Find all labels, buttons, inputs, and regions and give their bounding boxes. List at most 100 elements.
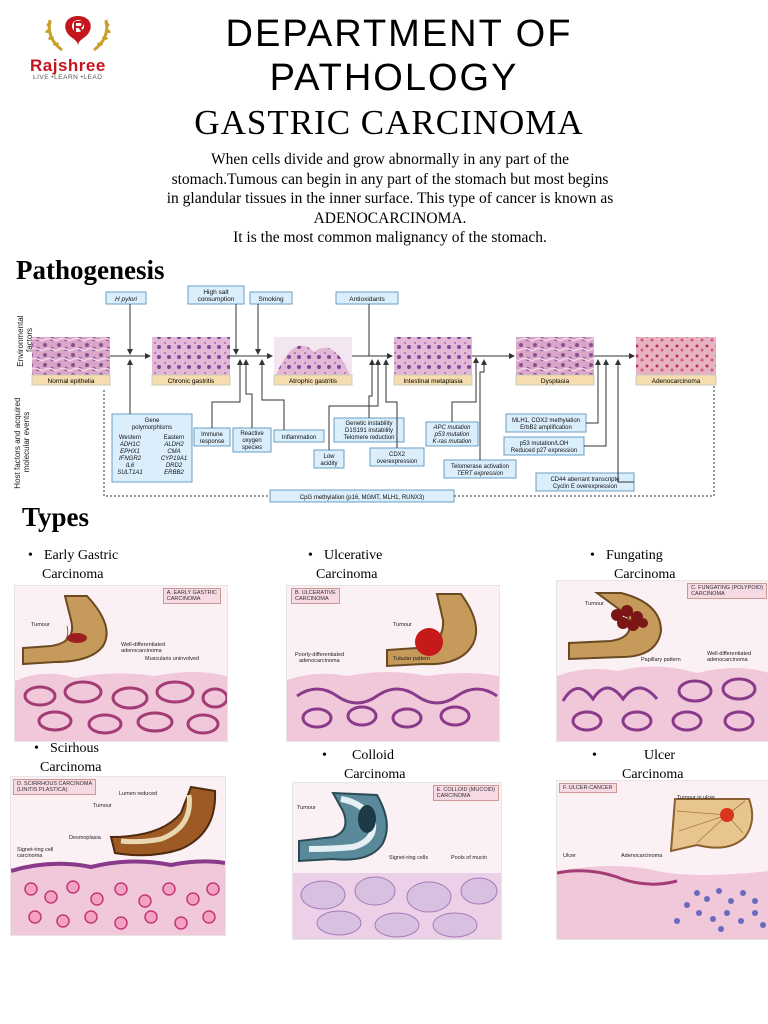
- department-title-line1: DEPARTMENT OF: [225, 13, 573, 55]
- env-smoking: Smoking: [249, 291, 293, 305]
- host-cdx2: CDX2 overexpression: [369, 447, 425, 467]
- host-inflammation: Inflammation: [273, 429, 325, 443]
- panel-tag: D. SCIRRHOUS CARCINOMA(LINITIS PLASTICA): [13, 779, 97, 795]
- intro-line: in glandular tissues in the inner surfac…: [166, 190, 614, 207]
- svg-text:CYP19A1: CYP19A1: [161, 456, 187, 462]
- type-label-early-gastric: •Early Gastric Carcinoma: [28, 548, 119, 582]
- svg-text:Intestinal metaplasia: Intestinal metaplasia: [403, 378, 463, 385]
- svg-text:acidity: acidity: [320, 461, 337, 467]
- panel-illustration: [557, 592, 768, 741]
- svg-text:ADH1C: ADH1C: [119, 442, 141, 448]
- rajshree-logo: [45, 16, 111, 52]
- host-mlh1-methylation: MLH1, COX2 methylation ErbB2 amplificati…: [505, 413, 587, 433]
- stage-atrophic-gastritis: Atrophic gastritis: [273, 337, 353, 386]
- host-gene-polymorphisms: Gene polymorphisms Western Eastern ADH1C…: [111, 413, 193, 483]
- host-arrows: [103, 357, 715, 497]
- bullet: •: [28, 548, 33, 563]
- host-cpg-methylation: CpG methylation (p16, MGMT, MLH1, RUNX3): [269, 489, 455, 503]
- svg-text:MLH1, COX2 methylation: MLH1, COX2 methylation: [512, 418, 580, 424]
- bullet: •: [590, 548, 595, 563]
- svg-text:p53 mutation/LOH: p53 mutation/LOH: [520, 441, 569, 447]
- svg-text:species: species: [242, 445, 262, 451]
- svg-text:Eastern: Eastern: [164, 435, 185, 441]
- host-reactive-oxygen-species: Reactive oxygen species: [232, 427, 272, 453]
- svg-text:EPHX1: EPHX1: [120, 449, 140, 455]
- svg-text:Cyclin E overexpression: Cyclin E overexpression: [553, 484, 617, 490]
- host-factors: Gene polymorphisms Western Eastern ADH1C…: [111, 413, 635, 503]
- host-p53-loh: p53 mutation/LOH Reduced p27 expression: [503, 436, 585, 456]
- panel-colloid: E. COLLOID (MUCOID)CARCINOMA Tumour Sign…: [292, 782, 502, 940]
- svg-text:ErbB2 amplification: ErbB2 amplification: [520, 425, 572, 431]
- bullet: •: [322, 748, 327, 763]
- svg-text:p53 mutation: p53 mutation: [434, 432, 470, 438]
- svg-text:Chronic gastritis: Chronic gastritis: [168, 378, 215, 385]
- svg-text:Immune: Immune: [201, 432, 223, 438]
- svg-text:CpG methylation (p16, MGMT, ML: CpG methylation (p16, MGMT, MLH1, RUNX3): [300, 495, 424, 501]
- svg-text:Atrophic gastritis: Atrophic gastritis: [289, 378, 338, 385]
- svg-text:K-ras mutation: K-ras mutation: [432, 439, 472, 445]
- panel-scirrhous: D. SCIRRHOUS CARCINOMA(LINITIS PLASTICA)…: [10, 776, 226, 936]
- stage-dysplasia: Dysplasia: [515, 337, 595, 386]
- svg-text:Smoking: Smoking: [258, 296, 284, 303]
- stage-intestinal-metaplasia: Intestinal metaplasia: [393, 337, 473, 386]
- panel-tag: C. FUNGATING (POLYPOID)CARCINOMA: [687, 583, 767, 599]
- svg-text:Gene: Gene: [145, 418, 160, 424]
- host-genetic-instability: Genetic instability D1S191 instability T…: [333, 417, 405, 443]
- panel-illustration: [287, 593, 499, 741]
- svg-text:D1S191 instability: D1S191 instability: [345, 428, 393, 434]
- panel-illustration: [557, 798, 768, 939]
- svg-text:IFNGR2: IFNGR2: [119, 456, 142, 462]
- environmental-factors: H pylori High salt consumption Smoking A…: [105, 285, 399, 305]
- svg-text:Adenocarcinoma: Adenocarcinoma: [652, 378, 701, 385]
- svg-text:ALDH2: ALDH2: [163, 442, 184, 448]
- env-hpylori: H pylori: [105, 291, 147, 305]
- host-apc-mutation: APC mutation p53 mutation K-ras mutation: [425, 421, 479, 447]
- intro-line: ADENOCARCINOMA.: [313, 209, 467, 227]
- svg-text:Dysplasia: Dysplasia: [541, 378, 570, 385]
- host-immune-response: Immune response: [193, 427, 231, 447]
- host-low-acidity: Low acidity: [313, 449, 345, 469]
- type-label-fungating: •Fungating Carcinoma: [590, 548, 676, 582]
- svg-text:ERBB2: ERBB2: [164, 470, 184, 476]
- svg-text:DRD2: DRD2: [166, 463, 183, 469]
- stage-normal-epithelia: Normal epithelia: [31, 337, 111, 386]
- type-label-ulcer: •Ulcer Carcinoma: [592, 748, 684, 782]
- bullet: •: [592, 748, 597, 763]
- svg-text:oxygen: oxygen: [242, 438, 261, 444]
- logo-name: Rajshree: [30, 56, 106, 75]
- panel-tag: E. COLLOID (MUCOID)CARCINOMA: [432, 785, 499, 801]
- intro-line: stomach.Tumous can begin in any part of …: [171, 170, 609, 188]
- svg-text:overexpression: overexpression: [377, 459, 418, 465]
- env-arrows: [127, 304, 375, 357]
- intro-line: It is the most common malignancy of the …: [233, 229, 547, 246]
- svg-text:CMA: CMA: [167, 449, 180, 455]
- panel-tag: F. ULCER-CANCER: [559, 783, 617, 793]
- bullet: •: [308, 548, 313, 563]
- pathogenesis-diagram: Environmental factors Host factors and a…: [14, 285, 717, 503]
- svg-text:Telomere reduction: Telomere reduction: [343, 435, 394, 441]
- env-high-salt: High salt consumption: [187, 285, 245, 305]
- page-title: GASTRIC CARCINOMA: [194, 103, 584, 142]
- intro-line: When cells divide and grow abnormally in…: [210, 151, 570, 168]
- logo-tagline: LIVE •LEARN •LEAD: [33, 74, 103, 81]
- logo-emblem: [45, 16, 111, 52]
- type-label-ulcerative: •Ulcerative Carcinoma: [308, 548, 383, 582]
- svg-text:CDX2: CDX2: [389, 452, 406, 458]
- types-heading: Types: [22, 502, 90, 532]
- svg-text:Western: Western: [119, 435, 141, 441]
- svg-text:SULT1A1: SULT1A1: [117, 470, 143, 476]
- panel-illustration: [15, 595, 227, 741]
- pathogenesis-heading: Pathogenesis: [16, 255, 165, 285]
- env-antioxidants: Antioxidants: [335, 291, 399, 305]
- side-label-env: Environmental factors: [16, 313, 34, 366]
- svg-text:Low: Low: [323, 454, 335, 460]
- stage-adenocarcinoma: Adenocarcinoma: [635, 337, 717, 386]
- side-label-host: Host factors and acquired molecular even…: [14, 395, 31, 488]
- type-label-colloid: •Colloid Carcinoma: [322, 748, 406, 782]
- svg-text:polymorphisms: polymorphisms: [132, 425, 172, 431]
- svg-text:APC mutation: APC mutation: [432, 425, 471, 431]
- panel-illustration: [293, 791, 501, 939]
